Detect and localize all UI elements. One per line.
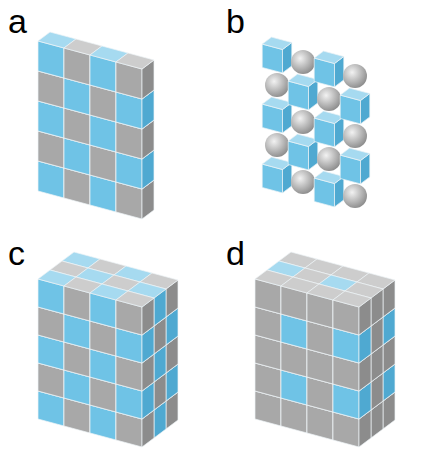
cube-face (262, 157, 292, 169)
atom-sphere (343, 184, 367, 208)
cube-face (262, 97, 292, 109)
atom-sphere (343, 124, 367, 148)
cube-face (333, 291, 371, 307)
atom-sphere (343, 64, 367, 88)
atom-sphere (291, 50, 315, 74)
atom-sphere (291, 110, 315, 134)
panel-label: c (8, 236, 25, 270)
panel-label: a (8, 4, 27, 38)
cube-face (116, 291, 154, 307)
cube-face (314, 51, 344, 63)
cube-face (314, 111, 344, 123)
atom-sphere (265, 133, 289, 157)
cube-face (314, 171, 344, 183)
cube-face (288, 74, 318, 86)
atom-sphere (317, 87, 341, 111)
panel-label: d (226, 236, 245, 270)
cube-face (262, 37, 292, 49)
atom-sphere (317, 147, 341, 171)
atom-sphere (291, 170, 315, 194)
cube-face (116, 53, 154, 69)
cube-face (340, 88, 370, 100)
cube-face (288, 134, 318, 146)
atom-sphere (265, 73, 289, 97)
panel-label: b (226, 4, 245, 38)
cube-face (340, 148, 370, 160)
